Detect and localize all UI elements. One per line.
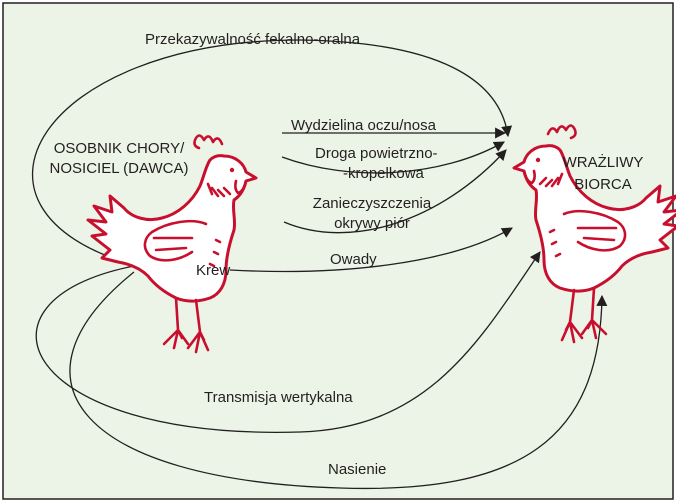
fecal-oral-label: Przekazywalność fekalno-oralna [145, 31, 361, 48]
airborne-label-line2: -kropelkowa [343, 165, 425, 182]
blood-label: Krew [196, 262, 230, 279]
insects-label: Owady [330, 251, 377, 268]
recipient-label-line1: WRAŻLIWY [563, 153, 644, 171]
feather-label-line2: okrywy piór [334, 215, 410, 232]
vertical-transmission-label: Transmisja wertykalna [204, 389, 353, 406]
semen-label: Nasienie [328, 461, 386, 478]
airborne-label-line1: Droga powietrzno- [315, 145, 438, 162]
eye-nose-label: Wydzielina oczu/nosa [291, 117, 437, 134]
donor-label-line1: OSOBNIK CHORY/ [54, 140, 185, 157]
donor-label-line2: NOSICIEL (DAWCA) [50, 160, 189, 177]
recipient-label-line2: BIORCA [574, 176, 632, 193]
feather-label-line1: Zanieczyszczenia [313, 195, 432, 212]
